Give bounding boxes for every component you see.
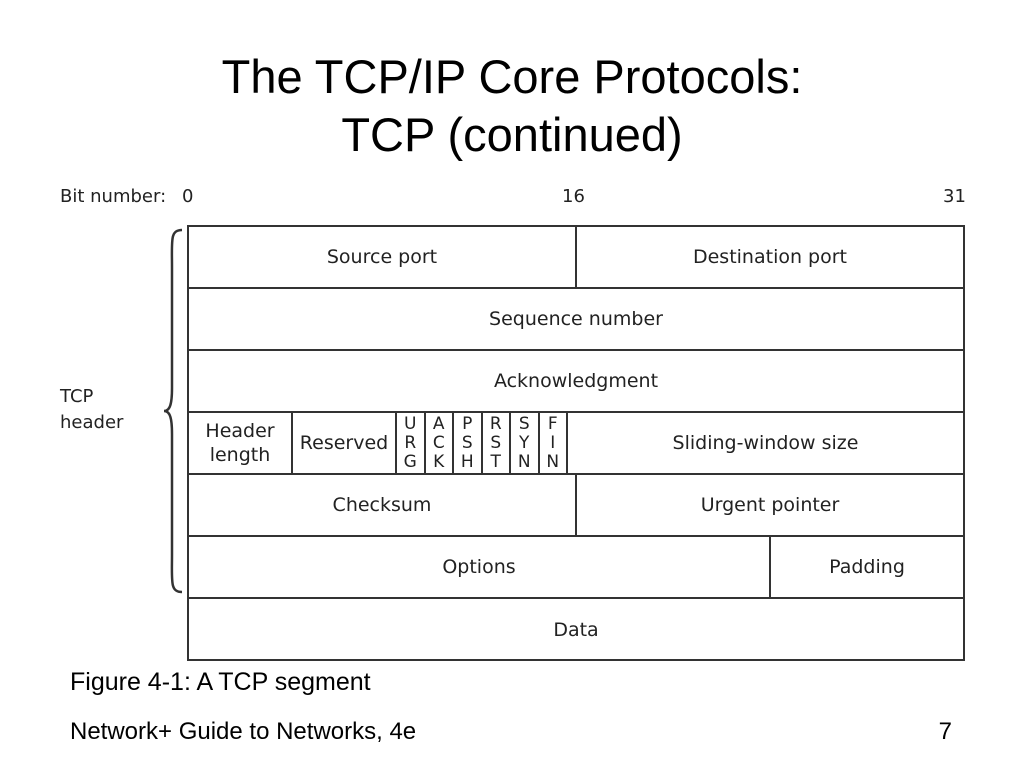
flag-letter: Y: [519, 432, 530, 453]
footer-book-title: Network+ Guide to Networks, 4e: [70, 718, 417, 745]
flag-letter: K: [433, 451, 445, 472]
flag-letter: T: [490, 451, 501, 472]
header-brace: [163, 228, 183, 594]
destination-port-field: Destination port: [692, 246, 847, 268]
flag-letter: S: [490, 432, 502, 453]
flag-letter: N: [546, 451, 560, 472]
row-ports: Source port Destination port: [189, 227, 963, 289]
reserved-field: Reserved: [293, 413, 397, 473]
row-checksum: Checksum Urgent pointer: [189, 475, 963, 537]
row-options: Options Padding: [189, 537, 963, 599]
flag-letter: N: [517, 451, 531, 472]
bit-end-label: 31: [943, 186, 966, 207]
slide-title-line-2: TCP (continued): [341, 108, 683, 161]
options-field: Options: [189, 537, 771, 597]
row-control: Header length Reserved U R G A C K P S H…: [189, 413, 963, 475]
header-length-line-1: Header: [205, 420, 275, 442]
sliding-window-field: Sliding-window size: [672, 432, 859, 454]
flag-letter: A: [432, 413, 445, 434]
row-sequence: Sequence number: [189, 289, 963, 351]
acknowledgment-field: Acknowledgment: [493, 370, 659, 392]
header-length-line-2: length: [209, 444, 271, 466]
bit-mid-label: 16: [562, 186, 585, 207]
slide-title: The TCP/IP Core Protocols: TCP (continue…: [0, 48, 1024, 164]
flag-syn: S Y N: [511, 413, 540, 473]
flag-letter: R: [489, 413, 502, 434]
slide-title-line-1: The TCP/IP Core Protocols:: [221, 50, 803, 103]
flag-letter: G: [403, 451, 417, 472]
figure-caption: Figure 4-1: A TCP segment: [70, 668, 371, 696]
padding-field: Padding: [829, 556, 905, 578]
row-acknowledgment: Acknowledgment: [189, 351, 963, 413]
bit-start-label: 0: [182, 186, 194, 207]
source-port-field: Source port: [189, 227, 577, 287]
data-field: Data: [553, 619, 599, 641]
row-data: Data: [189, 599, 963, 661]
sequence-number-field: Sequence number: [489, 308, 663, 330]
flag-letter: S: [518, 413, 530, 434]
flag-letter: F: [547, 413, 558, 434]
checksum-field: Checksum: [189, 475, 577, 535]
flag-psh: P S H: [454, 413, 483, 473]
flag-letter: R: [404, 432, 417, 453]
tcp-header-label-line-1: TCP: [60, 386, 94, 407]
flag-fin: F I N: [540, 413, 568, 473]
flag-rst: R S T: [483, 413, 511, 473]
tcp-header-label-line-2: header: [60, 412, 124, 433]
header-length-field: Header length: [189, 413, 293, 473]
tcp-header-label: TCP header: [60, 384, 123, 436]
bit-number-label: Bit number:: [60, 186, 167, 207]
flag-urg: U R G: [397, 413, 426, 473]
footer-page-number: 7: [938, 718, 952, 745]
flag-ack: A C K: [426, 413, 454, 473]
tcp-segment-diagram: Source port Destination port Sequence nu…: [187, 225, 965, 661]
flag-letter: P: [462, 413, 473, 434]
urgent-pointer-field: Urgent pointer: [700, 494, 840, 516]
flag-letter: I: [550, 432, 556, 453]
flag-letter: U: [404, 413, 417, 434]
flag-letter: S: [461, 432, 473, 453]
flag-letter: C: [432, 432, 445, 453]
flag-letter: H: [460, 451, 474, 472]
